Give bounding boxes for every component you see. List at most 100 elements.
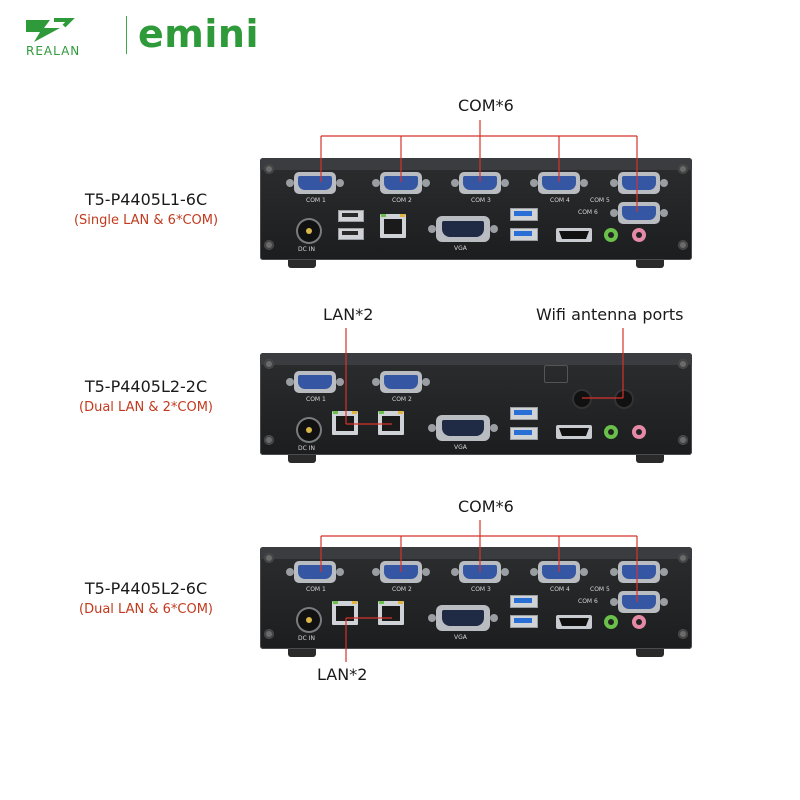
com6-port	[610, 200, 668, 226]
brand-emini-wordmark: emini	[138, 12, 259, 56]
model-1-label: T5-P4405L1-6C (Single LAN & 6*COM)	[26, 190, 266, 228]
chassis-foot	[636, 649, 664, 657]
com3-port	[451, 559, 509, 585]
vga-port	[428, 605, 498, 631]
com3-label: COM 3	[471, 586, 491, 593]
chassis-foot	[636, 455, 664, 463]
com4-port	[530, 170, 588, 196]
chassis-foot	[288, 260, 316, 268]
com5-label: COM 5	[590, 197, 610, 204]
com2-label: COM 2	[392, 197, 412, 204]
dc-in-label: DC IN	[298, 445, 315, 452]
callout-com6-top-1: COM*6	[458, 96, 514, 115]
chassis-model-3: COM 1 COM 2 COM 3 COM 4 COM 5 COM 6 DC I…	[260, 547, 692, 657]
screw-icon	[264, 359, 274, 369]
screw-icon	[264, 435, 274, 445]
brand-divider	[126, 16, 127, 54]
hdmi-port	[556, 615, 592, 629]
screw-icon	[264, 629, 274, 639]
dc-in-port	[298, 419, 320, 441]
mic-in-jack	[632, 228, 646, 242]
brand-realan-text: REALAN	[26, 44, 81, 58]
screw-icon	[678, 553, 688, 563]
usb2-port	[338, 228, 364, 240]
callout-lan2-model-2: LAN*2	[323, 305, 374, 324]
lan2-port	[378, 601, 404, 625]
chassis-model-2: COM 1 COM 2 DC IN VGA	[260, 353, 692, 463]
chassis-model-1: COM 1 COM 2 COM 3 COM 4 COM 5 COM 6 DC I…	[260, 158, 692, 268]
vga-port	[428, 216, 498, 242]
screw-icon	[678, 435, 688, 445]
dc-in-label: DC IN	[298, 635, 315, 642]
chassis-foot	[636, 260, 664, 268]
chassis-foot	[288, 649, 316, 657]
model-3-subtitle: (Dual LAN & 6*COM)	[79, 602, 213, 617]
com3-port	[451, 170, 509, 196]
lan2-port	[378, 411, 404, 435]
screw-icon	[264, 240, 274, 250]
model-2-label: T5-P4405L2-2C (Dual LAN & 2*COM)	[26, 377, 266, 415]
com6-label: COM 6	[578, 209, 598, 216]
com4-label: COM 4	[550, 197, 570, 204]
com5-label: COM 5	[590, 586, 610, 593]
com4-label: COM 4	[550, 586, 570, 593]
usb3-port	[510, 407, 538, 420]
lan1-port	[332, 601, 358, 625]
screw-icon	[264, 164, 274, 174]
screw-icon	[264, 553, 274, 563]
hdmi-port	[556, 228, 592, 242]
dc-in-label: DC IN	[298, 246, 315, 253]
dc-in-port	[298, 609, 320, 631]
mic-in-jack	[632, 425, 646, 439]
com2-port	[372, 559, 430, 585]
com5-port	[610, 559, 668, 585]
com2-label: COM 2	[392, 586, 412, 593]
com2-port	[372, 170, 430, 196]
com1-label: COM 1	[306, 396, 326, 403]
com2-port	[372, 369, 430, 395]
com1-label: COM 1	[306, 197, 326, 204]
model-1-subtitle: (Single LAN & 6*COM)	[73, 213, 219, 228]
brand-header: REALAN emini	[20, 12, 280, 60]
usb3-port	[510, 615, 538, 628]
com1-port	[286, 170, 344, 196]
chassis-foot	[288, 455, 316, 463]
callout-wifi-antenna: Wifi antenna ports	[536, 305, 684, 324]
com6-port	[610, 589, 668, 615]
com5-port	[610, 170, 668, 196]
com6-label: COM 6	[578, 598, 598, 605]
usb3-port	[510, 208, 538, 221]
com1-port	[286, 369, 344, 395]
mic-in-jack	[632, 615, 646, 629]
line-out-jack	[604, 228, 618, 242]
usb3-port	[510, 595, 538, 608]
vga-label: VGA	[454, 444, 467, 451]
com3-label: COM 3	[471, 197, 491, 204]
com2-label: COM 2	[392, 396, 412, 403]
line-out-jack	[604, 425, 618, 439]
line-out-jack	[604, 615, 618, 629]
com4-port	[530, 559, 588, 585]
usb3-port	[510, 427, 538, 440]
usb2-port	[338, 210, 364, 222]
model-3-name: T5-P4405L2-6C	[84, 579, 208, 598]
realan-logo-icon	[26, 18, 75, 42]
com1-label: COM 1	[306, 586, 326, 593]
hdmi-port	[556, 425, 592, 439]
vga-label: VGA	[454, 245, 467, 252]
screw-icon	[678, 629, 688, 639]
kensington-slot	[544, 365, 568, 383]
wifi-antenna-port	[616, 391, 632, 407]
usb3-port	[510, 228, 538, 241]
wifi-antenna-port	[574, 391, 590, 407]
dc-in-port	[298, 220, 320, 242]
model-2-name: T5-P4405L2-2C	[84, 377, 208, 396]
vga-port	[428, 415, 498, 441]
model-2-subtitle: (Dual LAN & 2*COM)	[79, 400, 213, 415]
model-3-label: T5-P4405L2-6C (Dual LAN & 6*COM)	[26, 579, 266, 617]
screw-icon	[678, 164, 688, 174]
callout-com6-top-3: COM*6	[458, 497, 514, 516]
lan-port	[380, 214, 406, 238]
screw-icon	[678, 359, 688, 369]
screw-icon	[678, 240, 688, 250]
